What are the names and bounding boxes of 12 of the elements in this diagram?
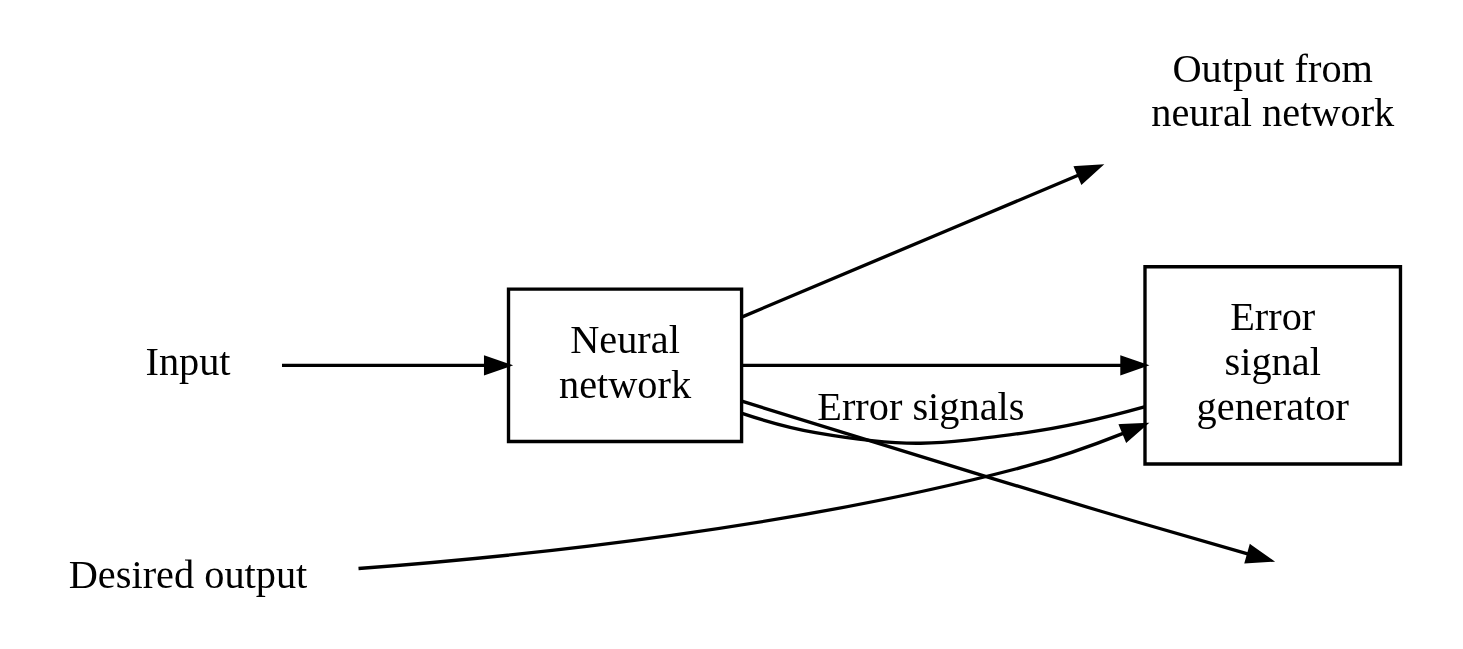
edge-label: Error signals [817, 383, 1025, 429]
arrow [742, 354, 1150, 376]
arrow [282, 354, 514, 376]
node-box: Error signal generator [1143, 264, 1403, 466]
node-text: Desired output [68, 551, 308, 597]
connector [741, 404, 1145, 445]
node-text: Input [145, 338, 231, 384]
arrow [741, 399, 1276, 563]
arrow [741, 163, 1105, 318]
node-box: Neural network [506, 286, 744, 443]
arrow [358, 422, 1150, 570]
node-text: Output from neural network [1151, 45, 1395, 135]
